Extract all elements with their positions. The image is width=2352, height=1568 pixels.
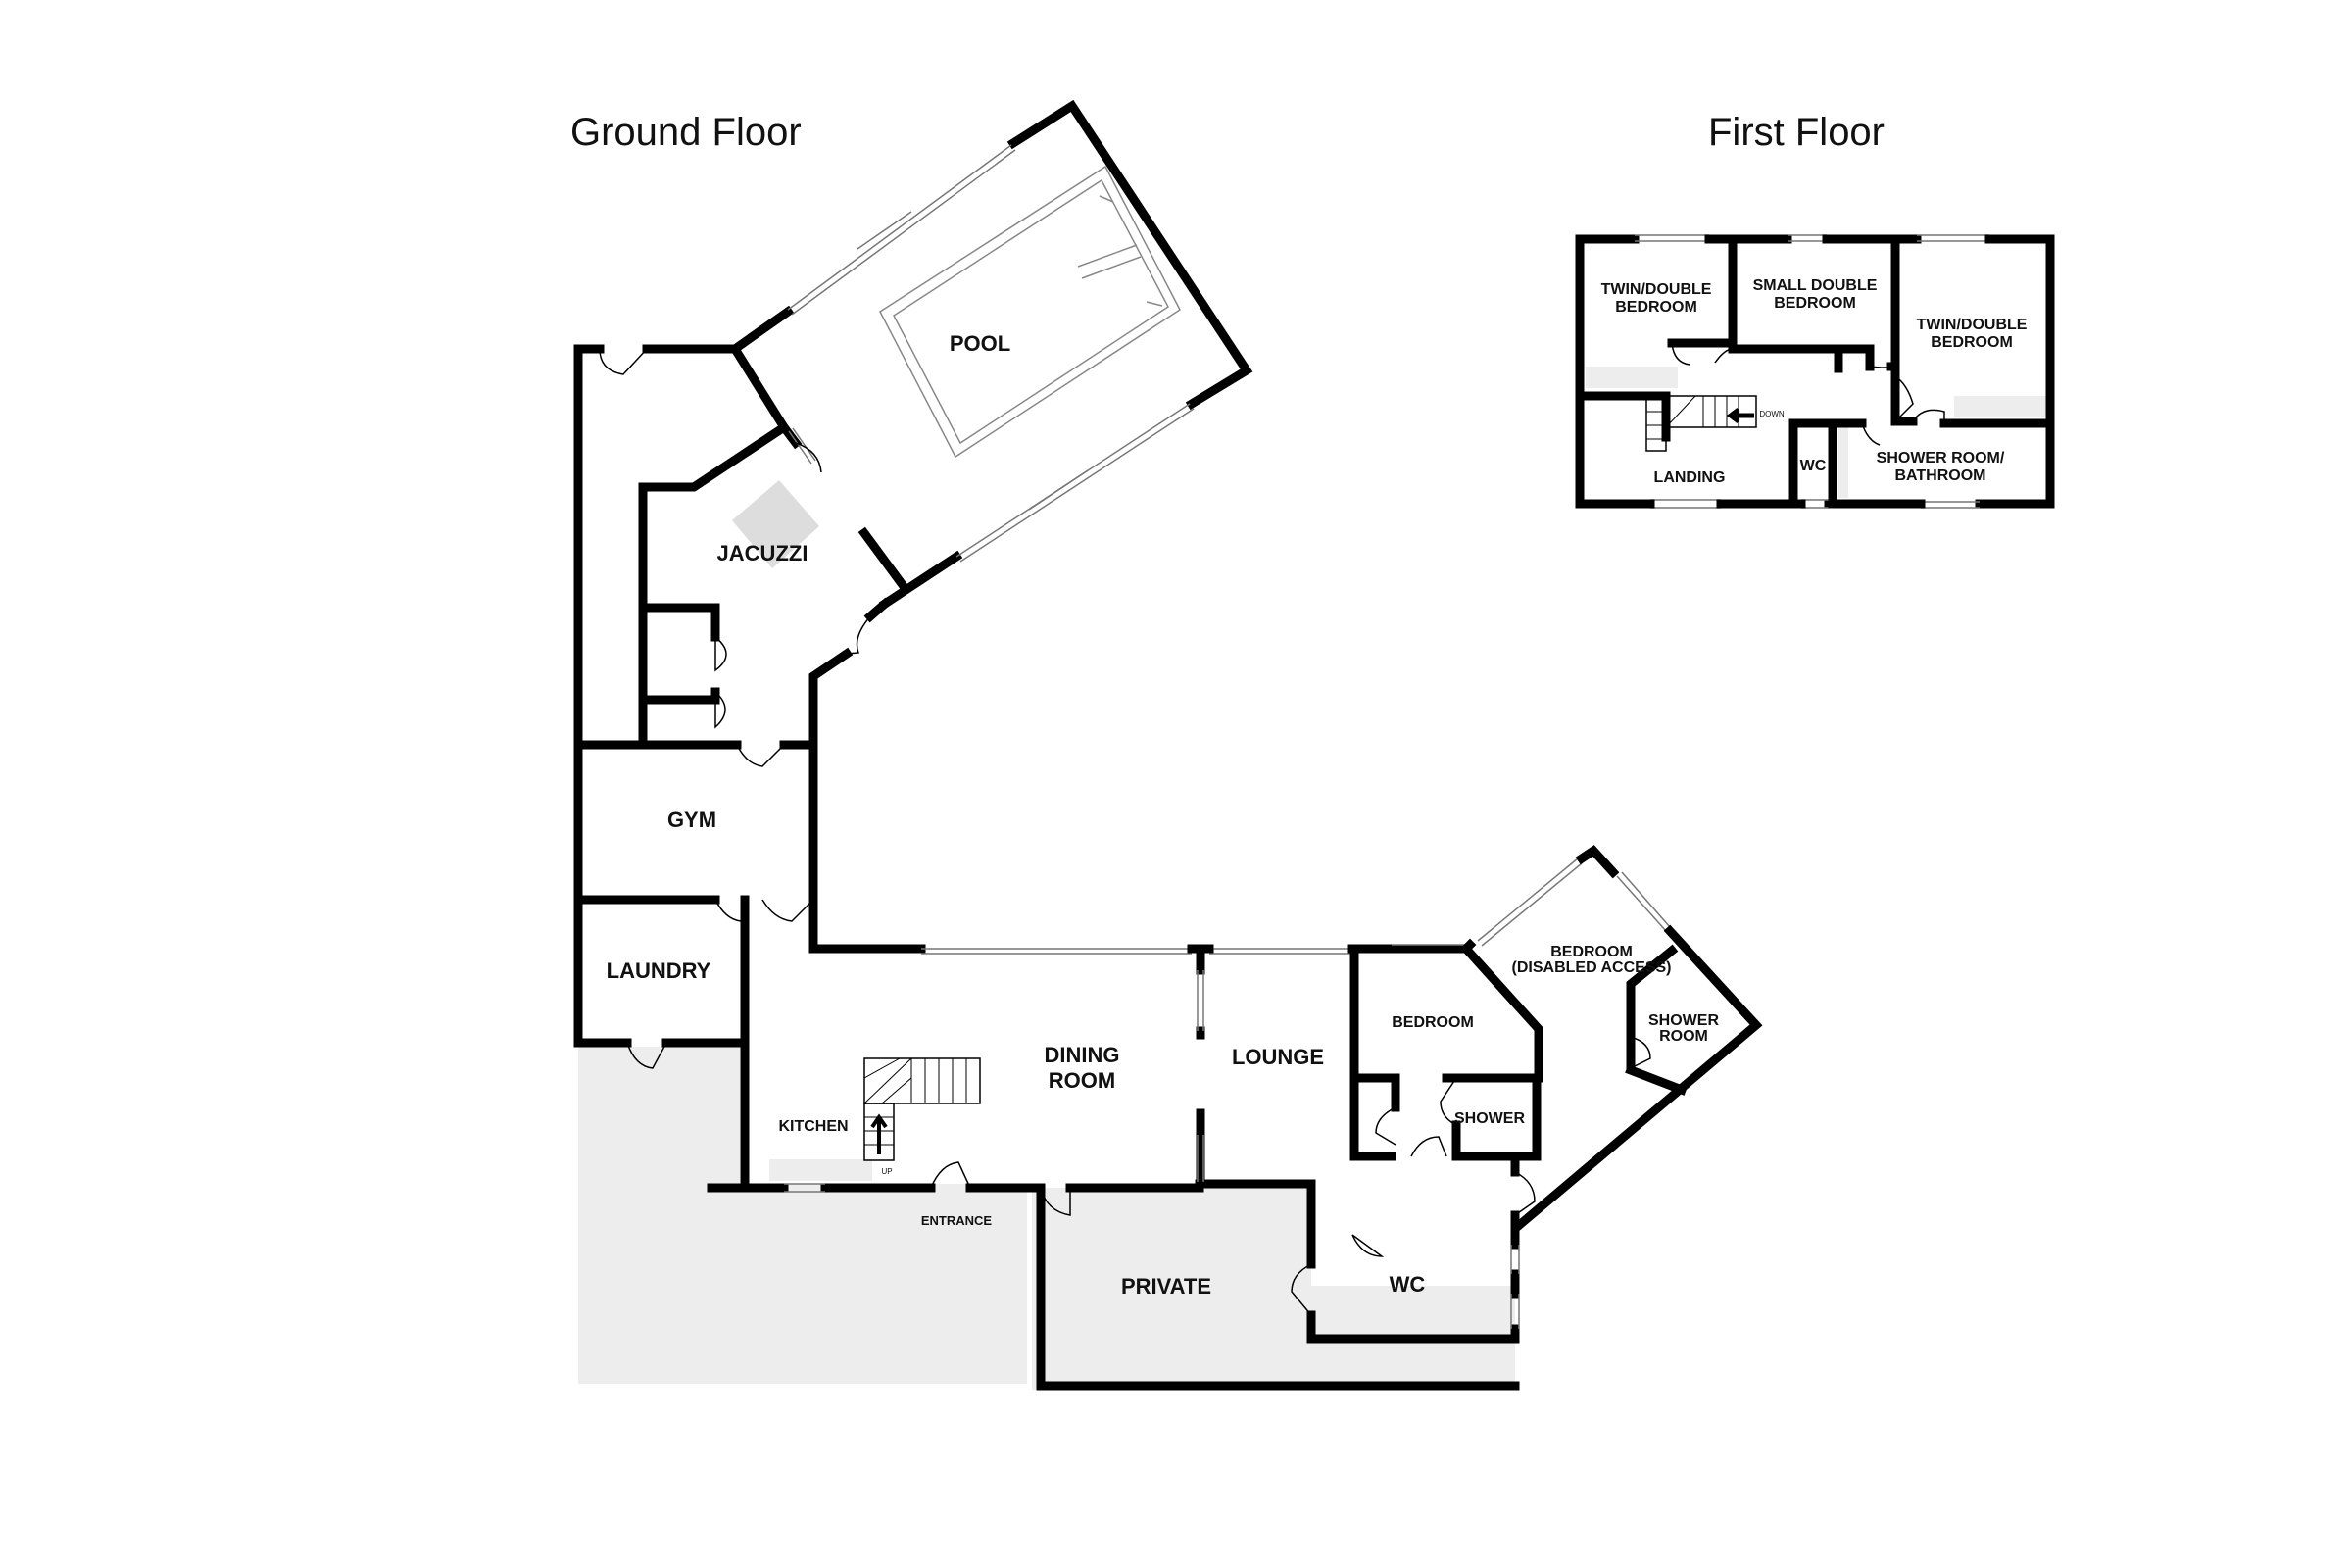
pool-label: POOL <box>950 331 1010 356</box>
first-floor-shading-left <box>1586 367 1678 388</box>
stairs-down-label: DOWN <box>1759 410 1785 418</box>
first-staircase <box>1645 395 1757 452</box>
small-double-label-line2: BEDROOM <box>1774 295 1856 312</box>
jacuzzi-tub <box>732 480 819 568</box>
twin-left-label-line1: TWIN/DOUBLE <box>1601 281 1712 298</box>
shower-bath-label-line1: SHOWER ROOM/ <box>1877 450 2005 466</box>
laundry-label: LAUNDRY <box>607 958 711 983</box>
pool-basin <box>879 165 1181 459</box>
dining-room-label-line2: ROOM <box>1049 1068 1115 1093</box>
entrance-label: ENTRANCE <box>921 1213 993 1228</box>
shower-room-label-line2: ROOM <box>1659 1028 1708 1045</box>
private-label: PRIVATE <box>1121 1274 1211 1298</box>
shower-label: SHOWER <box>1454 1110 1525 1127</box>
ground-floor-heading: Ground Floor <box>570 111 802 154</box>
kitchen-counter <box>769 1159 872 1181</box>
shower-room-label-line1: SHOWER <box>1648 1012 1719 1029</box>
twin-right-label-line2: BEDROOM <box>1931 334 2013 351</box>
first-wc-label: WC <box>1800 458 1827 474</box>
private-area-shading <box>1032 1188 1515 1390</box>
lounge-label: LOUNGE <box>1232 1045 1324 1069</box>
doors <box>599 348 1651 1316</box>
twin-right-label-line1: TWIN/DOUBLE <box>1917 317 2028 333</box>
small-double-label-line1: SMALL DOUBLE <box>1753 277 1878 294</box>
gym-label: GYM <box>667 808 716 832</box>
bedroom-disabled-label-line1: BEDROOM <box>1550 944 1633 960</box>
kitchen-label: KITCHEN <box>778 1118 848 1135</box>
bedroom-disabled-label-line2: (DISABLED ACCESS) <box>1512 959 1672 976</box>
first-floor-heading: First Floor <box>1708 111 1885 154</box>
shower-bath-label-line2: BATHROOM <box>1894 467 1985 484</box>
bedroom-label: BEDROOM <box>1392 1014 1474 1031</box>
first-floor-shading-bath <box>1838 427 1848 498</box>
first-floor-shading-right <box>1954 396 2046 417</box>
dining-room-label-line1: DINING <box>1045 1043 1120 1067</box>
ground-staircase <box>863 1057 981 1161</box>
landing-label: LANDING <box>1654 469 1726 486</box>
ground-floor-plan: UP POOL JACUZZI GYM LAUNDRY KITCHEN DINI… <box>573 99 1763 1391</box>
twin-left-label-line2: BEDROOM <box>1615 299 1697 316</box>
wc-label: WC <box>1390 1272 1426 1297</box>
first-floor-plan: DOWN TWIN/DOUBLE BEDROOM SMALL DOUBLE BE… <box>1575 234 2055 509</box>
jacuzzi-label: JACUZZI <box>717 541 808 565</box>
stairs-up-label: UP <box>881 1167 892 1176</box>
yard-area-shading <box>578 1047 1027 1384</box>
